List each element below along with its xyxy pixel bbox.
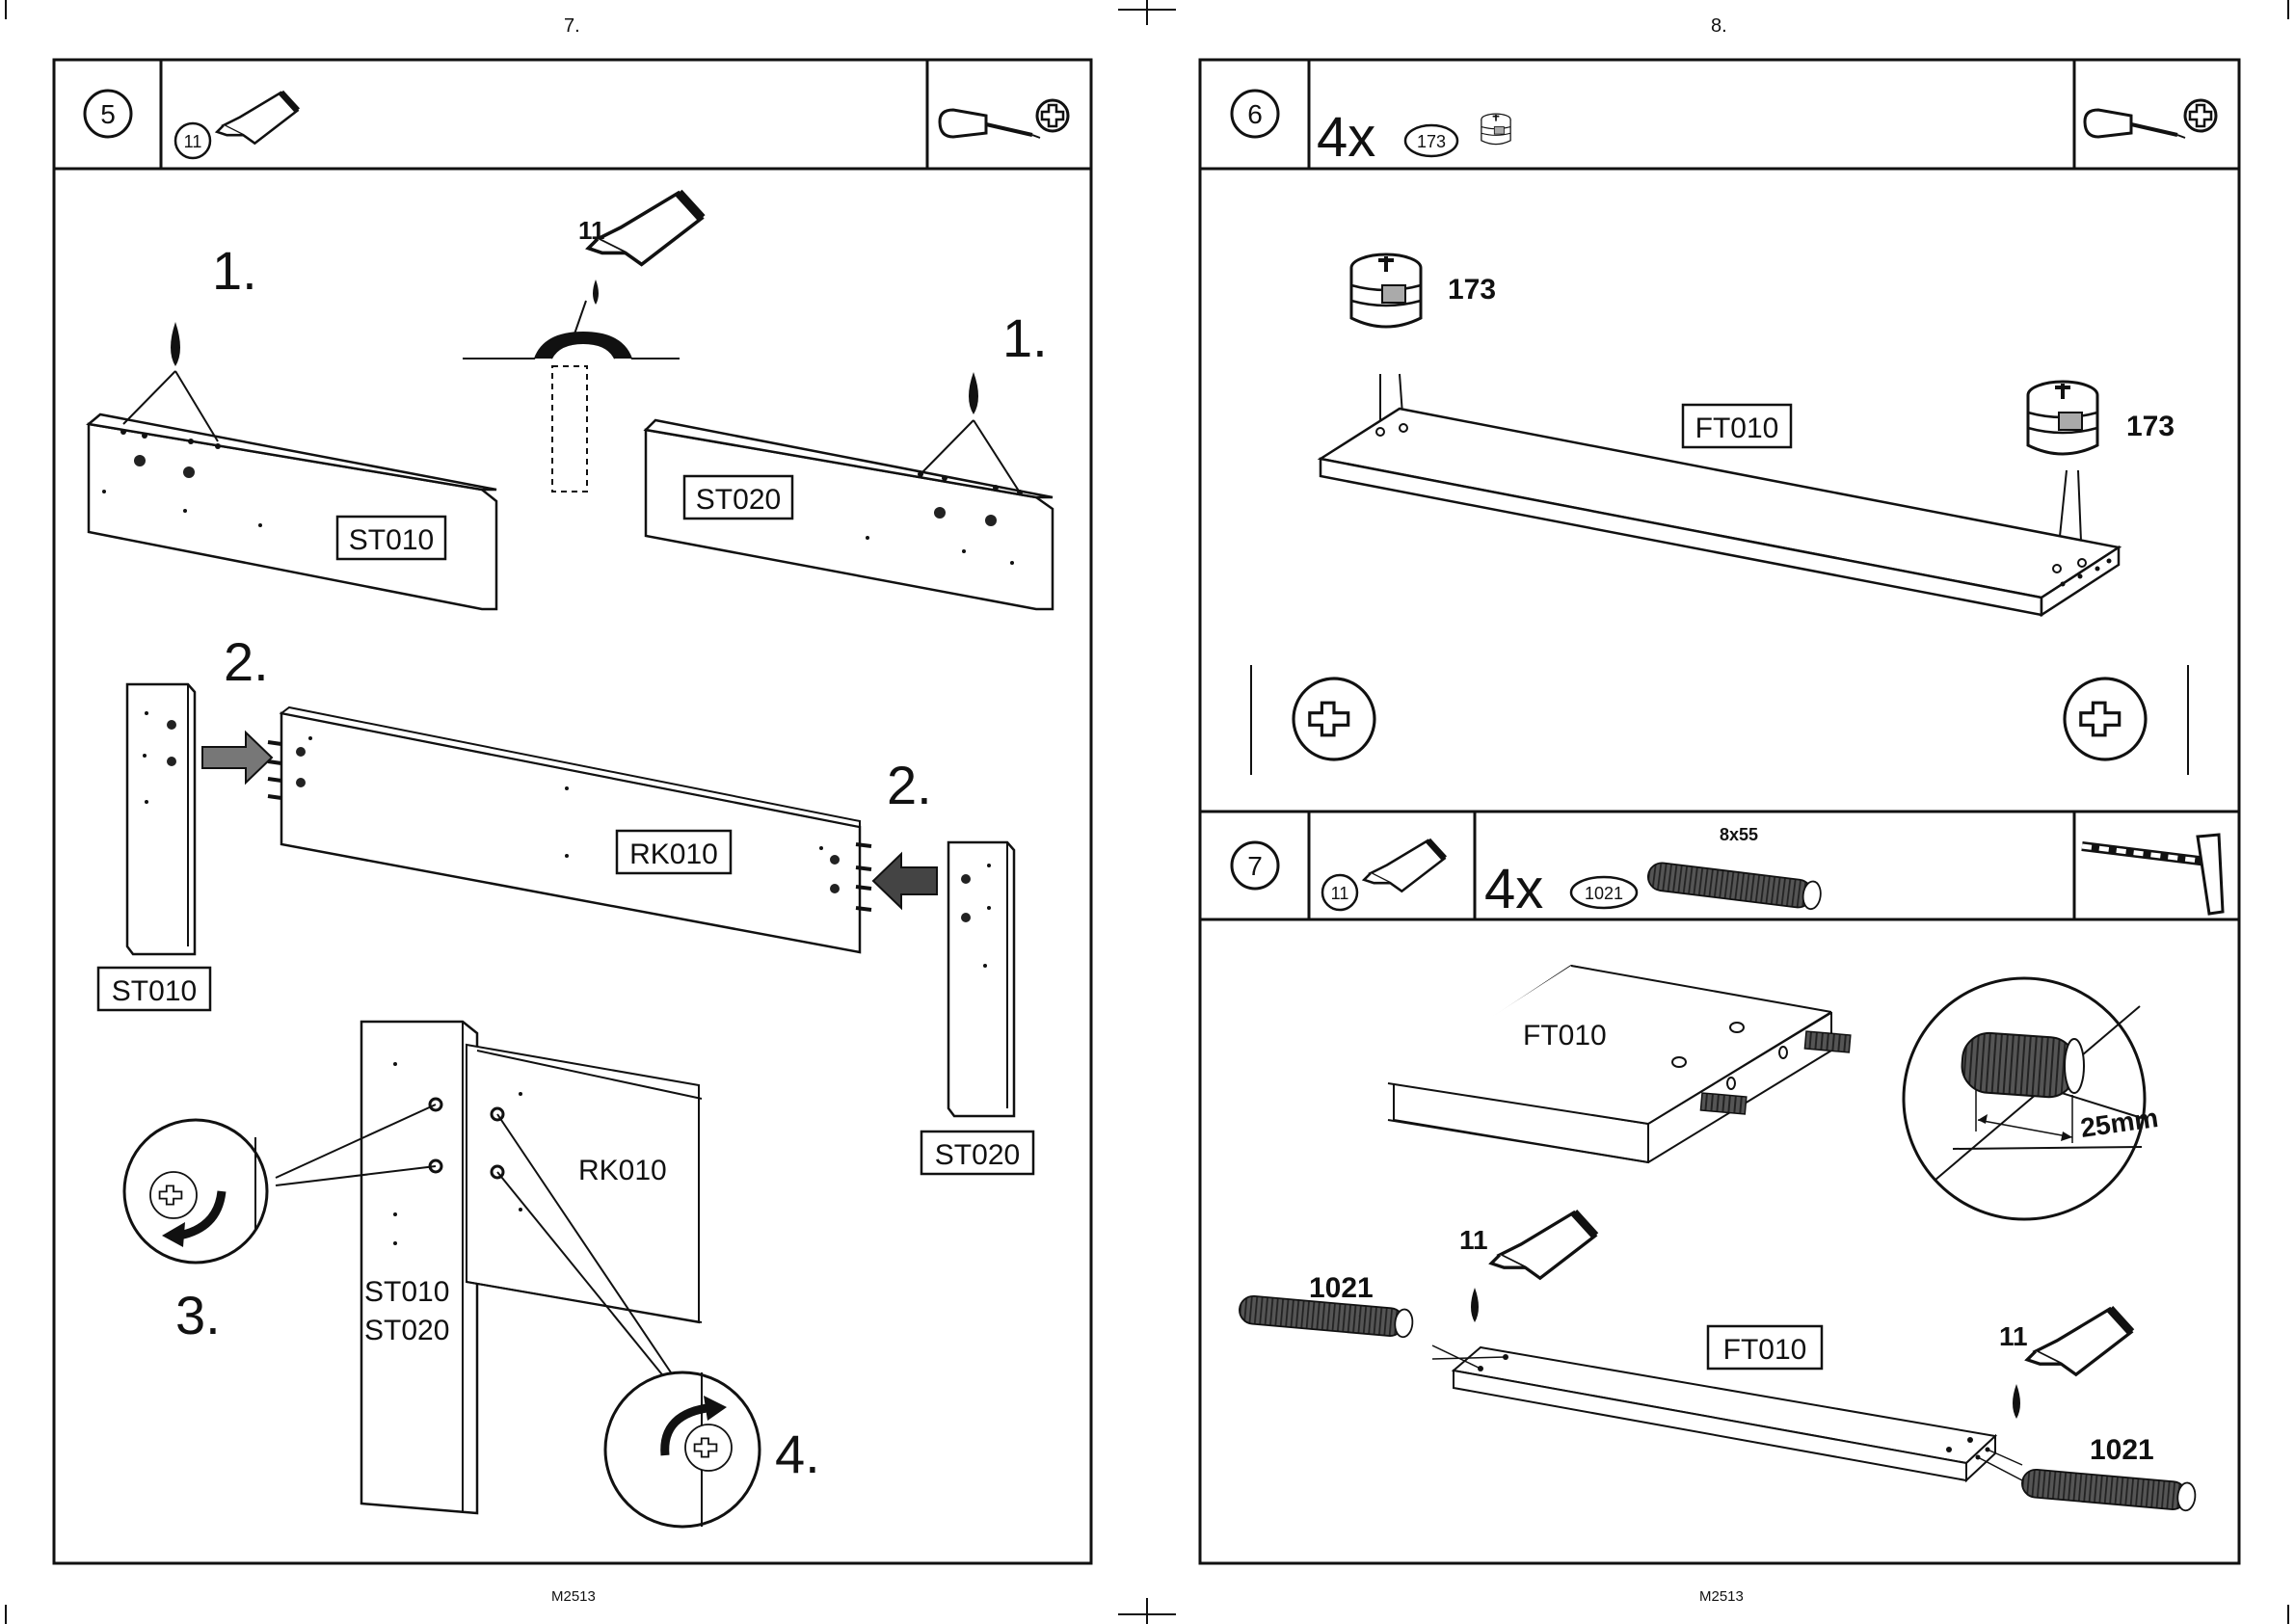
substep-2-right: 2.: [887, 755, 932, 815]
tighten-rotate-icon: [2065, 679, 2146, 759]
part-label-ft010: FT010: [1695, 413, 1779, 444]
substep-1-right: 1.: [1002, 307, 1048, 368]
dowel-count: 4x: [1484, 858, 1543, 920]
fitting-no: 173: [1417, 132, 1446, 151]
step-number: 5: [100, 99, 116, 129]
glue-drop-icon: [593, 280, 599, 305]
dowel-label-right: 1021: [2090, 1434, 2154, 1466]
detail-label-st020: ST020: [364, 1315, 449, 1346]
glue-drop-icon: [969, 372, 978, 414]
dowel-icon: [1646, 862, 1822, 911]
dowel-size: 8x55: [1720, 825, 1758, 844]
step-5-panel: 5 11 11 1.: [54, 60, 1091, 1563]
part-label-ft010-top: FT010: [1523, 1020, 1607, 1052]
part-label-st020: ST020: [696, 484, 781, 516]
dowel-depth-zoom: [1904, 978, 2145, 1219]
cam-fitting-icon: [2028, 382, 2097, 454]
part-label-st010: ST010: [349, 524, 434, 556]
glue-tube-icon: [2027, 1309, 2131, 1374]
step-number: 6: [1247, 99, 1263, 129]
substep-4: 4.: [775, 1424, 820, 1484]
glue-drop-icon: [1471, 1288, 1479, 1322]
glue-label: 11: [578, 216, 605, 245]
phillips-head-icon: [2185, 100, 2216, 131]
fitting-count: 4x: [1317, 106, 1375, 169]
tighten-rotate-icon: [150, 1172, 197, 1218]
tighten-rotate-icon: [1294, 679, 1374, 759]
step-number: 7: [1247, 851, 1263, 881]
board-st010-top: [89, 414, 496, 609]
glue-label-right: 11: [1999, 1321, 2028, 1351]
screwdriver-icon: [2085, 110, 2185, 138]
glue-drop-icon: [2013, 1384, 2020, 1419]
part-label-ft010-bottom: FT010: [1723, 1334, 1807, 1366]
glue-label-left: 11: [1459, 1225, 1488, 1255]
step-6-panel: 6 4x 173 173 173 FT010: [1200, 60, 2239, 812]
glue-tube-icon: [1491, 1212, 1595, 1278]
substep-2-left: 2.: [224, 631, 269, 692]
part-label-rk010: RK010: [629, 839, 718, 870]
detail-label-st010: ST010: [364, 1276, 449, 1308]
cam-fitting-icon: [1481, 114, 1510, 144]
glue-drop-icon: [171, 322, 180, 366]
glue-qty: 11: [1331, 884, 1349, 903]
dowel-no: 1021: [1585, 884, 1623, 903]
hammer-icon: [2082, 835, 2223, 914]
fitting-label-right: 173: [2126, 411, 2175, 442]
part-label-st010-post: ST010: [112, 975, 197, 1007]
rail-rk010: [268, 707, 871, 952]
substep-3: 3.: [175, 1285, 221, 1345]
tighten-rotate-icon: [685, 1424, 732, 1471]
tighten-zoom-right: [605, 1372, 760, 1527]
glue-tube-icon: [588, 193, 702, 264]
part-label-st020-post: ST020: [935, 1139, 1020, 1171]
detail-label-rk010: RK010: [578, 1155, 667, 1186]
arrow-right-icon: [202, 732, 272, 783]
post-st010-left: [127, 684, 195, 954]
arrow-left-icon: [873, 854, 937, 908]
glue-qty: 11: [184, 132, 202, 151]
dowel-label-left: 1021: [1309, 1272, 1374, 1304]
screwdriver-icon: [940, 110, 1040, 138]
glue-tube-icon: [1364, 840, 1444, 892]
dowel-icon: [2021, 1469, 2197, 1511]
phillips-head-icon: [1037, 100, 1068, 131]
glue-tube-icon: [217, 93, 297, 144]
substep-1-left: 1.: [212, 240, 257, 301]
fitting-label-left: 173: [1448, 274, 1496, 306]
board-ft010-top: [1388, 966, 1851, 1162]
step-7-panel: 7 11 4x 1021 8x55: [1200, 812, 2239, 1563]
post-st020-right: [948, 842, 1014, 1116]
cam-fitting-icon: [1351, 254, 1421, 327]
